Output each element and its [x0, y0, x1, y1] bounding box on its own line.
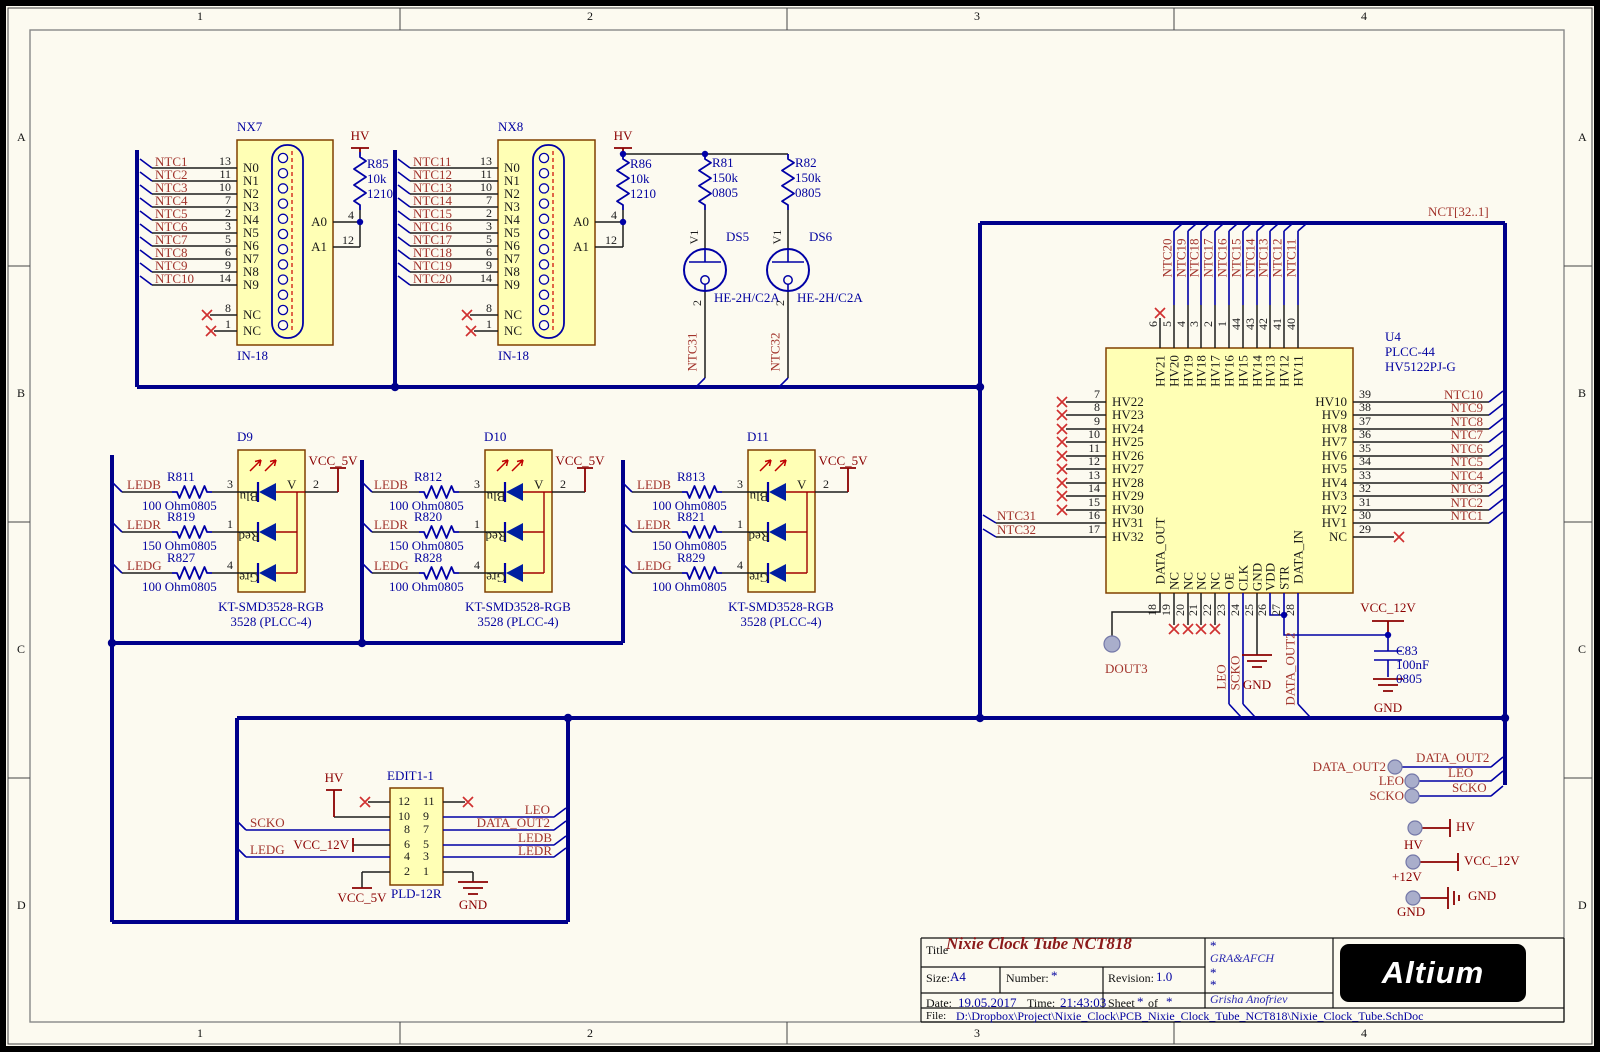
ds6-neon-tube — [766, 248, 810, 292]
border-band — [7, 7, 1593, 1045]
date-label: Date: — [926, 996, 952, 1010]
file-path: D:\Dropbox\Project\Nixie_Clock\PCB_Nixie… — [956, 1009, 1424, 1023]
nx7-digit-cathode — [277, 289, 289, 301]
sheet-label: Sheet — [1108, 996, 1135, 1010]
led-triangle — [769, 564, 786, 582]
resistors — [172, 152, 795, 580]
dout3-pad — [1103, 635, 1121, 653]
altium-logo: Altium — [1340, 944, 1526, 1002]
pin-wires — [122, 153, 1489, 888]
hv-pad — [1407, 820, 1423, 836]
led-triangle — [506, 564, 523, 582]
nx8-digit-cathode — [538, 243, 550, 255]
bus-junction-dot — [107, 638, 117, 648]
nx8-digit-cathode — [538, 167, 550, 179]
of-label: of — [1148, 996, 1158, 1010]
date-value: 19.05.2017 — [958, 995, 1017, 1010]
size-label: Size: — [926, 971, 950, 985]
org-star-1: * — [1210, 938, 1217, 953]
bus-junction-dot — [975, 382, 985, 392]
nx7-digit-cathode — [277, 259, 289, 270]
org-star-3: * — [1210, 977, 1217, 992]
revision-label: Revision: — [1108, 971, 1155, 985]
no-connect-marks — [201, 307, 1405, 808]
nx7-digit-cathode — [277, 274, 289, 285]
nx8-digit-cathode — [538, 198, 550, 209]
net-wires — [112, 158, 1504, 858]
inner-border — [29, 29, 1565, 1023]
led-triangle — [769, 483, 786, 501]
nx8-digit-cathode — [538, 304, 550, 316]
nx7-digit-cathode — [277, 152, 289, 164]
ds5-cathode-dot — [700, 275, 710, 285]
title-label: Title — [926, 943, 949, 957]
led-triangle — [259, 564, 276, 582]
nx7-digit-cathode — [277, 167, 289, 179]
sheet-total: * — [1166, 994, 1173, 1009]
junction-dot — [701, 150, 709, 158]
organization: GRA&AFCH — [1210, 951, 1274, 965]
bus-junction-dot — [390, 382, 400, 392]
plus12v-pad — [1405, 854, 1421, 870]
gnd-pad — [1405, 890, 1421, 906]
nx8-digit-cathode — [538, 259, 550, 270]
bus-junction-dot — [1500, 713, 1510, 723]
ds5-neon-tube — [683, 248, 727, 292]
led-triangle — [259, 523, 276, 541]
edit1-body — [389, 787, 444, 886]
org-star-2: * — [1210, 965, 1217, 980]
led-emission-arrows — [249, 459, 787, 472]
bus-junction-dot — [357, 638, 367, 648]
nx7-digit-cathode — [277, 304, 289, 316]
junction-dot — [619, 150, 627, 158]
file-label: File: — [926, 1010, 947, 1022]
led-triangle — [769, 523, 786, 541]
nx8-digit-cathode — [538, 319, 550, 331]
nx7-tube-symbol — [271, 144, 304, 339]
nx7-digit-cathode — [277, 319, 289, 331]
revision-value: 1.0 — [1156, 969, 1173, 984]
ds6-cathode-dot — [783, 275, 793, 285]
leo-pad — [1404, 773, 1420, 789]
size-value: A4 — [950, 969, 966, 984]
time-value: 21:43:03 — [1060, 995, 1107, 1010]
time-label: Time: — [1027, 996, 1056, 1010]
scko-pad — [1404, 788, 1420, 804]
junction-dot — [1384, 631, 1392, 639]
nx8-digit-cathode — [538, 152, 550, 164]
junction-dot — [356, 218, 364, 226]
bus-junction-dot — [563, 713, 573, 723]
title-block-lines — [920, 937, 1565, 1023]
sheet-title: Nixie Clock Tube NCT818 — [946, 934, 1132, 953]
nx8-digit-cathode — [538, 274, 550, 285]
number-label: Number: — [1006, 971, 1049, 985]
nx8-digit-cathode — [538, 213, 550, 225]
nx7-digit-cathode — [277, 198, 289, 209]
u4-body — [1105, 347, 1354, 594]
nx8-digit-cathode — [538, 228, 550, 240]
nx7-digit-cathode — [277, 243, 289, 255]
led-anode-wires — [276, 491, 815, 574]
border-ticks — [8, 8, 1592, 1044]
nx7-digit-cathode — [277, 213, 289, 225]
nx7-digit-cathode — [277, 228, 289, 240]
nx8-tube-symbol — [532, 144, 565, 339]
led-triangle — [506, 523, 523, 541]
author-name: Grisha Anofriev — [1210, 992, 1288, 1006]
data-out2-pad — [1387, 759, 1403, 775]
junction-dot — [619, 218, 627, 226]
led-triangle — [259, 483, 276, 501]
number-value: * — [1051, 968, 1058, 983]
nx7-digit-cathode — [277, 183, 289, 194]
nx8-digit-cathode — [538, 183, 550, 194]
bus-nct — [110, 150, 1507, 924]
junction-dot — [1280, 611, 1288, 619]
bus-junction-dot — [975, 713, 985, 723]
nx8-digit-cathode — [538, 289, 550, 301]
led-triangle — [506, 483, 523, 501]
sheet-number: * — [1137, 994, 1144, 1009]
